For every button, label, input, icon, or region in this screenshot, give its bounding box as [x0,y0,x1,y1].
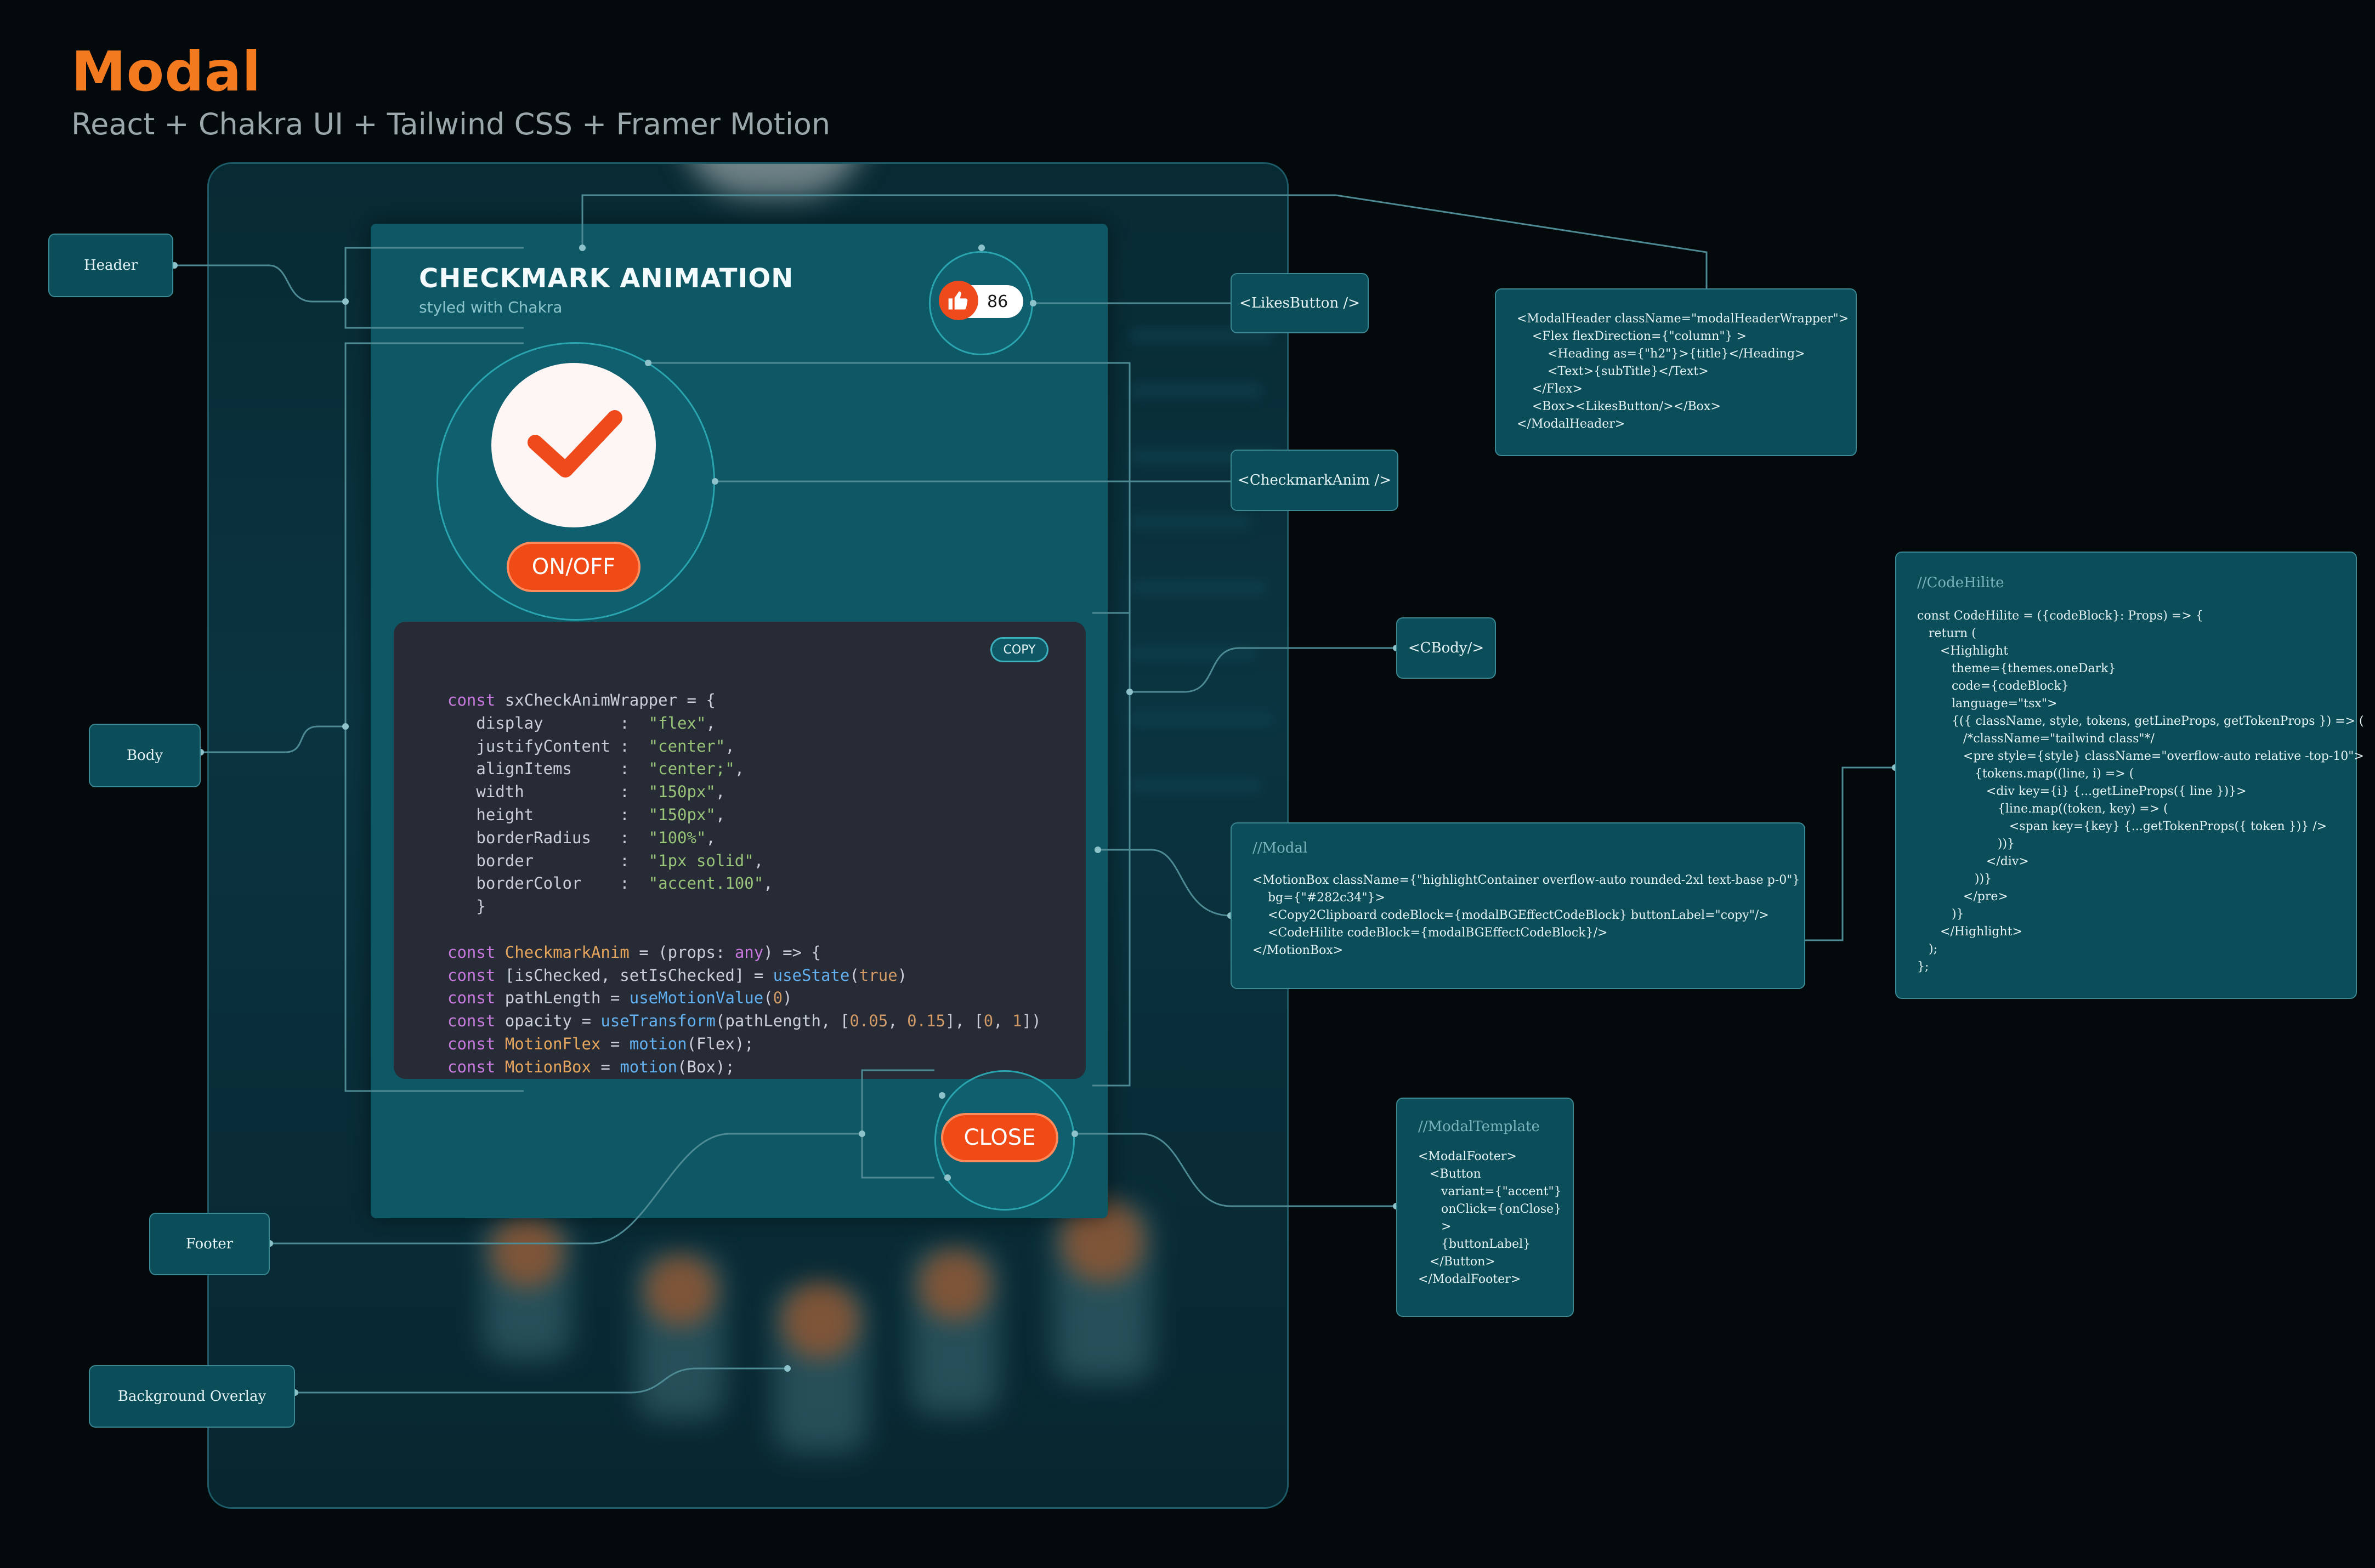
modal-template-code: <ModalFooter> <Button variant={"accent"}… [1418,1150,1562,1286]
footer-annotation[interactable]: Footer [149,1213,270,1275]
code-line: const MotionBox = motion(Box); [447,1057,735,1076]
page-title: Modal [71,39,262,104]
modal-code: <MotionBox className={"highlightContaine… [1252,873,1800,957]
modal-template-comment: //ModalTemplate [1418,1118,1540,1135]
code-line: borderRadius : "100%", [447,828,716,847]
modal-title: CHECKMARK ANIMATION [419,263,794,294]
code-line: const [isChecked, setIsChecked] = useSta… [447,965,908,985]
likes-button[interactable] [939,281,978,320]
modal-template-annotation[interactable]: //ModalTemplate <ModalFooter> <Button va… [1396,1098,1574,1317]
code-line: } [447,897,486,916]
thumbs-up-icon [948,291,968,310]
checkmark-anim[interactable] [491,363,656,527]
modal-comment: //Modal [1252,840,1308,856]
code-line: height : "150px", [447,805,725,824]
likes-count: 86 [987,292,1008,311]
modal-header-code: <ModalHeader className="modalHeaderWrapp… [1517,312,1849,431]
modal-code-annotation[interactable]: //Modal <MotionBox className={"highlight… [1231,822,1805,989]
background-overlay-annotation[interactable]: Background Overlay [89,1365,295,1428]
modal-header-code-annotation[interactable]: <ModalHeader className="modalHeaderWrapp… [1495,288,1857,456]
checkmark-anim-annotation[interactable]: <CheckmarkAnim /> [1231,450,1398,511]
header-annotation[interactable]: Header [48,234,173,297]
checkmark-icon [528,410,622,478]
likes-button-annotation[interactable]: <LikesButton /> [1231,273,1369,333]
code-line: display : "flex", [447,713,716,732]
code-block[interactable] [394,622,1086,1079]
page-subtitle: React + Chakra UI + Tailwind CSS + Frame… [71,107,831,141]
code-line: width : "150px", [447,782,725,802]
cbody-annotation[interactable]: <CBody/> [1396,617,1496,679]
modal-subtitle: styled with Chakra [419,298,563,316]
code-line: const MotionFlex = motion(Flex); [447,1035,754,1053]
codehilite-annotation[interactable]: //CodeHilite const CodeHilite = ({codeBl… [1895,552,2364,999]
code-line: const pathLength = useMotionValue(0) [447,988,792,1008]
close-button[interactable]: CLOSE [941,1113,1058,1162]
code-line: const opacity = useTransform(pathLength,… [447,1012,1041,1031]
code-line: const sxCheckAnimWrapper = { [447,691,716,709]
codehilite-code: const CodeHilite = ({codeBlock}: Props) … [1917,609,2364,974]
on-off-toggle-button[interactable]: ON/OFF [507,542,640,592]
copy-button[interactable]: COPY [990,637,1048,662]
code-line: alignItems : "center;", [447,759,745,779]
code-line: const CheckmarkAnim = (props: any) => { [447,942,821,962]
body-annotation[interactable]: Body [89,724,201,787]
codehilite-comment: //CodeHilite [1917,575,2004,591]
code-line: justifyContent : "center", [447,736,735,755]
code-line: borderColor : "accent.100", [447,874,773,893]
code-line: border : "1px solid", [447,851,764,870]
